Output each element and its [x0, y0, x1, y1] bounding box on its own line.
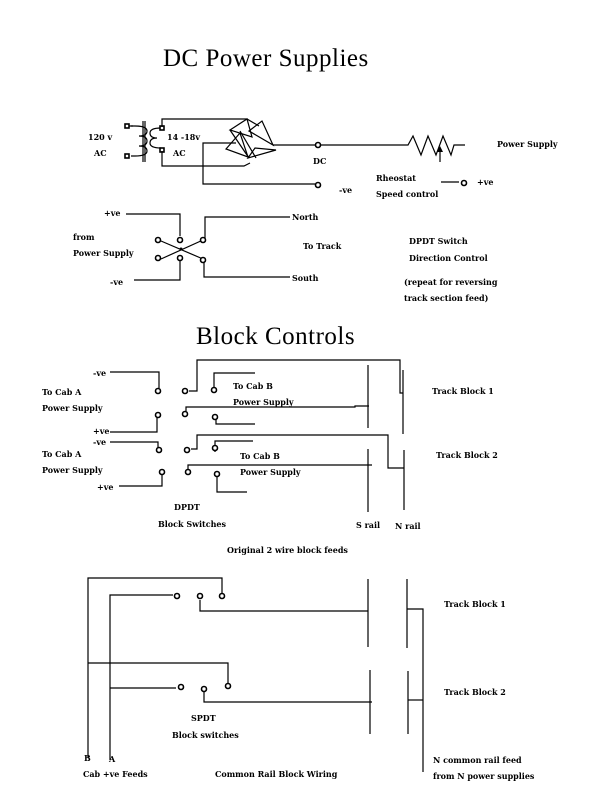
block1-cab-a-ps-label: Power Supply [42, 403, 103, 413]
dpdt-pos-label: +ve [104, 208, 120, 218]
primary-ac-label: AC [93, 148, 107, 158]
rheostat-label: Rheostat [376, 173, 416, 183]
secondary-ac-label: AC [172, 148, 186, 158]
n-rail-label: N rail [395, 521, 421, 531]
speed-control-label: Speed control [376, 189, 438, 199]
block2-cab-b-label: To Cab B [240, 451, 280, 461]
dpdt-note-line2: Direction Control [409, 253, 488, 263]
block2-cab-a-label: To Cab A [42, 449, 82, 459]
primary-terminal-bottom [124, 153, 130, 159]
block-rails [367, 365, 405, 512]
block2-cab-a-ps-label: Power Supply [42, 465, 103, 475]
block2-cab-b-ps-label: Power Supply [240, 467, 301, 477]
dpdt-direction-switch [126, 213, 290, 281]
spdt-label: SPDT [191, 713, 216, 723]
primary-terminal-top [124, 123, 130, 129]
dc-negative-terminal [314, 181, 322, 189]
dc-positive-terminal [314, 141, 322, 149]
rheostat-wiper-arrow [437, 146, 443, 152]
dpdt-neg-label: -ve [110, 277, 123, 287]
dc-label: DC [313, 156, 326, 166]
neg-label: -ve [339, 185, 352, 195]
positive-output-terminal [460, 179, 468, 187]
cr-track1-label: Track Block 1 [444, 599, 506, 609]
n-common-feed-label1: N common rail feed [433, 755, 522, 765]
primary-voltage-label: 120 v [88, 132, 112, 142]
common-rail-wiring [87, 577, 424, 772]
spdt-block-switches-label: Block switches [172, 730, 239, 740]
n-common-feed-label2: from N power supplies [433, 771, 535, 781]
cr-track2-label: Track Block 2 [444, 687, 506, 697]
block-switches-label: Block Switches [158, 519, 227, 529]
rheostat [321, 134, 465, 157]
block2-pos-label: +ve [97, 482, 113, 492]
block2-track-label: Track Block 2 [436, 450, 498, 460]
dpdt-label: DPDT [174, 502, 200, 512]
feed-a-label: A [108, 754, 116, 764]
block1-cab-a-label: To Cab A [42, 387, 82, 397]
block-controls-title: Block Controls [196, 323, 355, 350]
block1-dpdt-switch [110, 359, 403, 433]
cab-feeds-label: Cab +ve Feeds [83, 769, 148, 779]
block1-pos-label: +ve [93, 426, 109, 436]
north-label: North [292, 212, 319, 222]
bridge-rectifier [224, 118, 277, 160]
transformer [124, 121, 165, 162]
block2-neg-label: -ve [93, 437, 106, 447]
from-label: from [73, 232, 95, 242]
dpdt-note-line3: (repeat for reversing [404, 277, 498, 287]
s-rail-label: S rail [356, 520, 380, 530]
block1-track-label: Track Block 1 [432, 386, 494, 396]
pos-label: +ve [477, 177, 493, 187]
dpdt-note-line1: DPDT Switch [409, 236, 468, 246]
block1-neg-label: -ve [93, 368, 106, 378]
block1-cab-b-ps-label: Power Supply [233, 397, 294, 407]
feed-b-label: B [84, 753, 91, 763]
dpdt-note-line4: track section feed) [404, 293, 489, 303]
power-supply-label: Power Supply [497, 139, 558, 149]
dc-power-supplies-title: DC Power Supplies [163, 45, 369, 72]
block1-cab-b-label: To Cab B [233, 381, 273, 391]
original-feeds-caption: Original 2 wire block feeds [227, 545, 348, 555]
to-track-label: To Track [303, 241, 342, 251]
secondary-voltage-label: 14 -18v [167, 132, 200, 142]
from-power-supply-label: Power Supply [73, 248, 134, 258]
common-rail-caption: Common Rail Block Wiring [215, 769, 338, 779]
block2-dpdt-switch [110, 434, 404, 493]
south-label: South [292, 273, 319, 283]
